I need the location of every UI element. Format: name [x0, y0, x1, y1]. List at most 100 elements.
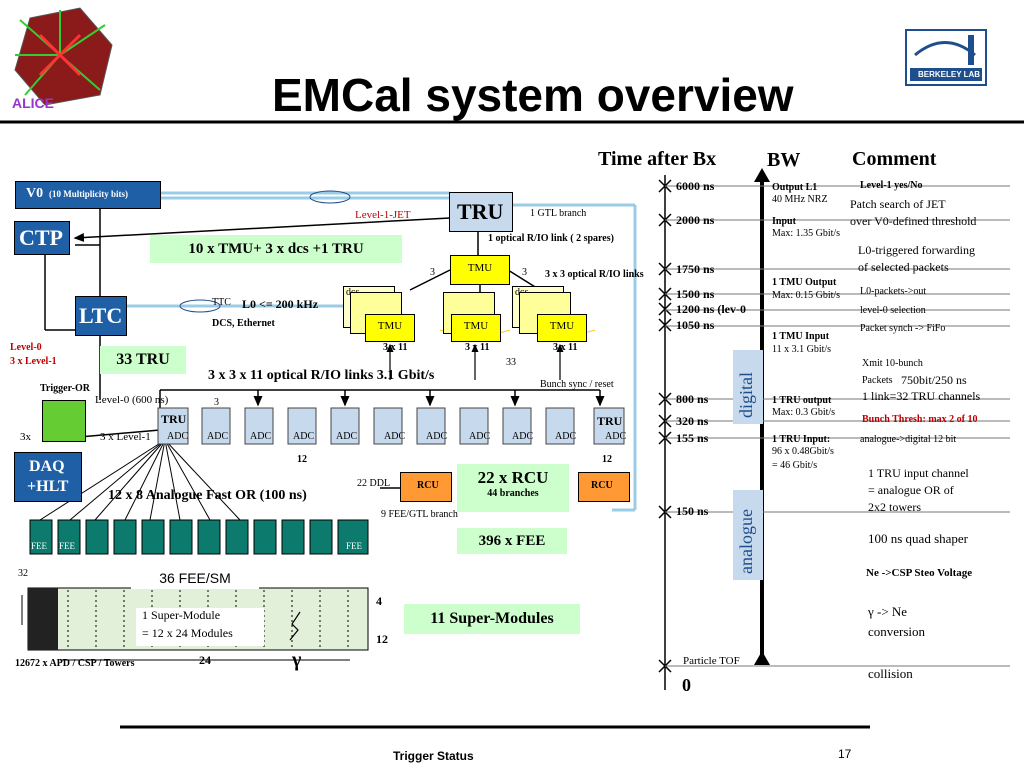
tmu-block-1: TMU	[365, 314, 415, 342]
label-4: 4	[376, 594, 382, 608]
berkeley-logo-text: BERKELEY LAB	[918, 70, 981, 79]
berkeley-lab-logo-icon	[905, 29, 987, 86]
alice-logo-text: ALICE	[12, 95, 54, 111]
tru-left-label: TRU	[161, 412, 187, 426]
comment-csp: Ne ->CSP Steo Voltage	[866, 567, 973, 579]
hlt-label: +HLT	[27, 478, 69, 495]
page-number: 17	[838, 747, 852, 761]
adc-label-2: ADC	[207, 431, 229, 442]
level1-jet-label: Level-1-JET	[355, 209, 411, 221]
adc-stacks	[157, 407, 625, 445]
rcu22-box: 22 x RCU 44 branches	[457, 464, 569, 512]
rcu-1-label: RCU	[417, 480, 439, 491]
comment-adc: analogue->digital 12 bit	[860, 434, 957, 445]
label-3x11-a: 3 x 11	[383, 342, 408, 353]
gamma-label: γ	[292, 649, 302, 671]
trigger-or-label: Trigger-OR	[40, 383, 90, 394]
comment-patch-2: over V0-defined threshold	[850, 214, 977, 228]
fee-1-label: FEE	[31, 541, 48, 551]
adc-label-6: ADC	[384, 431, 406, 442]
adc-label-10: ADC	[555, 431, 577, 442]
comment-packets-rate: 750bit/250 ns	[901, 373, 967, 387]
optical-3x3-label: 3 x 3 optical R/IO links	[545, 269, 644, 280]
time-155: 155 ns	[676, 431, 709, 445]
bunch-sync-label: Bunch sync / reset	[540, 379, 614, 390]
gtl-branch-label: 1 GTL branch	[530, 208, 587, 219]
fee-gtl-label: 9 FEE/GTL branch	[381, 509, 458, 520]
tmu-top-block: TMU	[450, 255, 510, 285]
header-time: Time after Bx	[598, 148, 717, 170]
label-3x11-c: 3 x 11	[553, 342, 578, 353]
bw-tmu-out-max: Max: 0.15 Gbit/s	[772, 290, 841, 301]
tmu-summary-box: 10 x TMU+ 3 x dcs +1 TRU	[150, 235, 402, 263]
super-module-line1: 1 Super-Module	[142, 608, 221, 622]
time-1750: 1750 ns	[676, 262, 715, 276]
adc-label-4: ADC	[293, 431, 315, 442]
time-1500: 1500 ns	[676, 287, 715, 301]
adc-label-1: ADC	[167, 431, 189, 442]
label-24: 24	[199, 653, 211, 667]
daq-label: DAQ	[29, 458, 65, 475]
bw-tmu-in-rate: 11 x 3.1 Gbit/s	[772, 344, 832, 355]
time-150: 150 ns	[676, 504, 709, 518]
slide-title: EMCal system overview	[272, 69, 794, 121]
comment-patch-1: Patch search of JET	[850, 197, 946, 211]
adc-label-3: ADC	[250, 431, 272, 442]
bw-out-l1: Output L1	[772, 182, 818, 193]
comment-tru-input-1: 1 TRU input channel	[868, 466, 969, 480]
towers-label: 12672 x APD / CSP / Towers	[15, 658, 135, 669]
rcu22-label: 22 x RCU	[477, 468, 549, 487]
bw-out-l1-rate: 40 MHz NRZ	[772, 194, 828, 205]
fee-row	[29, 519, 369, 555]
comment-packets: Packets	[862, 375, 893, 386]
time-800: 800 ns	[676, 392, 709, 406]
bw-tru-in-total: = 46 Gbit/s	[772, 460, 818, 471]
adc-label-9: ADC	[512, 431, 534, 442]
fee396-box: 396 x FEE	[457, 528, 567, 554]
comment-level0-sel: level-0 selection	[860, 305, 926, 316]
l0-rate-label: L0 <= 200 kHz	[242, 297, 319, 311]
bw-tmu-out: 1 TMU Output	[772, 277, 837, 288]
bus-down-arrows	[253, 390, 605, 407]
label-3-a: 3	[430, 267, 435, 278]
rcu-block-2: RCU	[578, 472, 630, 502]
bw-tru-in-rate: 96 x 0.48Gbit/s	[772, 446, 834, 457]
bw-tru-out: 1 TRU output	[772, 395, 832, 406]
ltc-label: LTC	[79, 303, 123, 328]
branches44-label: 44 branches	[487, 488, 539, 499]
comment-gamma-1: γ -> Ne	[868, 604, 908, 619]
gamma-zigzag-icon	[289, 611, 301, 641]
bw-tru-in: 1 TRU Input:	[772, 434, 831, 445]
adc-label-5: ADC	[336, 431, 358, 442]
footer-text: Trigger Status	[393, 749, 474, 763]
ddl-label: 22 DDL	[357, 478, 391, 489]
bw-axis-arrowhead	[754, 168, 770, 182]
label-12-a: 12	[297, 454, 307, 465]
comment-l0-fwd-1: L0-triggered forwarding	[858, 243, 975, 257]
level0-red-label: Level-0	[10, 342, 42, 353]
time-zero-label: 0	[682, 675, 691, 695]
comment-shaper: 100 ns quad shaper	[868, 531, 969, 546]
comment-tru-input-2: = analogue OR of	[868, 483, 954, 497]
ttc-label: TTC	[212, 297, 231, 308]
bw-axis-bottom-arrowhead	[754, 651, 770, 665]
ltc-block: LTC	[75, 296, 127, 336]
bw-input-max: Max: 1.35 Gbit/s	[772, 228, 841, 239]
super-module-line2: = 12 x 24 Modules	[142, 626, 233, 640]
ctp-label: CTP	[19, 225, 63, 250]
rcu-block-1: RCU	[400, 472, 452, 502]
label-33: 33	[506, 357, 516, 368]
timeline-guides	[665, 185, 1010, 667]
alice-logo-icon	[14, 7, 113, 106]
comment-gamma-2: conversion	[868, 624, 926, 639]
tmu-block-2: TMU	[451, 314, 501, 342]
label-32: 32	[18, 568, 28, 579]
label-12-b: 12	[602, 454, 612, 465]
fast-or-fan	[39, 439, 241, 521]
time-1200: 1200 ns (lev-0	[676, 302, 746, 316]
comment-l0-packets: L0-packets->out	[860, 286, 927, 297]
comment-level1: Level-1 yes/No	[860, 180, 923, 191]
v0-block: V0 (10 Multiplicity bits)	[15, 181, 161, 209]
comment-l0-fwd-2: of selected packets	[858, 260, 949, 274]
